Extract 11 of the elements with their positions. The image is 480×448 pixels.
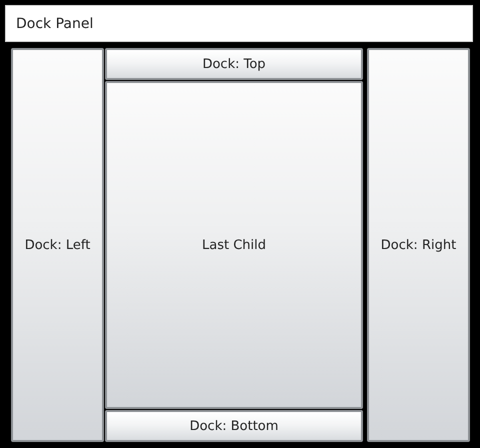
dock-region	[105, 81, 363, 409]
dock-region	[11, 48, 104, 442]
dock-region	[105, 48, 363, 80]
dock-region	[105, 410, 363, 442]
region-label: Last Child	[202, 238, 266, 252]
region-label: Dock: Bottom	[190, 418, 278, 434]
panel-title: Dock Panel	[16, 16, 94, 32]
region-label: Dock: Left	[24, 238, 90, 252]
region-label: Dock: Right	[380, 238, 456, 252]
dock-region	[367, 48, 470, 442]
region-label: Dock: Top	[202, 56, 266, 72]
